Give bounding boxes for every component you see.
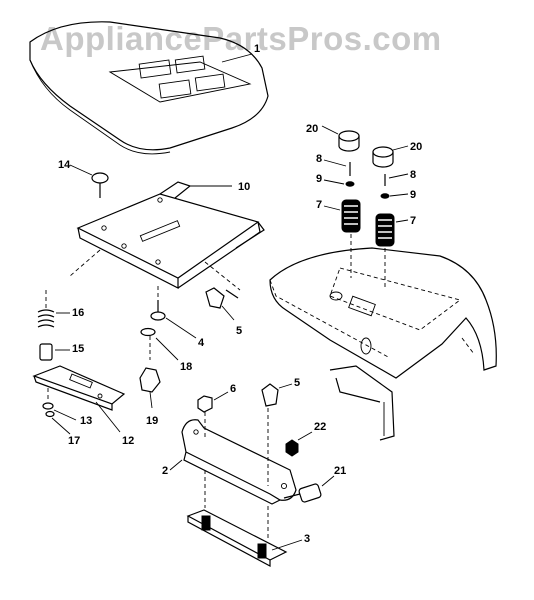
part-4-bolt[interactable]: [150, 286, 197, 339]
label-2: 2: [162, 465, 168, 477]
label-12: 12: [122, 435, 134, 447]
callout-labels: 1 2 3 4 5 5 6 7 7 8 8 9 9 10 12 13 14 15…: [58, 43, 422, 545]
part-7-spring-left[interactable]: [323, 199, 361, 278]
part-3-bottom-plate[interactable]: [186, 470, 303, 568]
part-20-spacer-left[interactable]: [321, 125, 360, 152]
label-20-left: 20: [306, 123, 318, 135]
part-18-washer[interactable]: [140, 327, 179, 361]
part-9-washer-right[interactable]: [380, 193, 409, 199]
part-14-knob[interactable]: [69, 164, 109, 198]
label-21: 21: [334, 465, 346, 477]
label-22: 22: [314, 421, 326, 433]
part-12-slide-rail[interactable]: [32, 365, 126, 433]
label-16: 16: [72, 307, 84, 319]
label-20-right: 20: [410, 141, 422, 153]
label-14: 14: [58, 159, 71, 171]
part-2-bracket[interactable]: [169, 408, 297, 505]
part-5-latch-upper[interactable]: [205, 287, 239, 321]
fender-chassis: [269, 247, 497, 441]
watermark-logo: AppliancePartsPros.com: [40, 20, 442, 57]
label-1: 1: [254, 43, 260, 55]
part-8-bolt-left[interactable]: [323, 159, 351, 176]
label-8-right: 8: [410, 169, 416, 181]
part-7-spring-right[interactable]: [375, 213, 409, 288]
label-4: 4: [198, 337, 205, 349]
label-19: 19: [146, 415, 158, 427]
label-3: 3: [304, 533, 310, 545]
part-5-latch-lower[interactable]: [261, 383, 293, 407]
part-21-knob[interactable]: [283, 475, 335, 503]
label-5-upper: 5: [236, 325, 242, 337]
label-7-left: 7: [316, 199, 322, 211]
part-13-17-hardware[interactable]: [42, 388, 77, 435]
part-6-nut[interactable]: [197, 391, 229, 413]
label-15: 15: [72, 343, 84, 355]
part-9-washer-left[interactable]: [323, 179, 355, 187]
label-9-right: 9: [410, 189, 416, 201]
label-7-right: 7: [410, 215, 416, 227]
label-6: 6: [230, 383, 236, 395]
label-17: 17: [68, 435, 80, 447]
part-16-spring[interactable]: [37, 290, 70, 328]
label-18: 18: [180, 361, 192, 373]
part-15-bushing[interactable]: [39, 343, 70, 361]
label-5-lower: 5: [294, 377, 300, 389]
label-13: 13: [80, 415, 92, 427]
part-19-clip[interactable]: [139, 367, 161, 409]
part-22-nut[interactable]: [285, 431, 313, 457]
label-8-left: 8: [316, 153, 322, 165]
seat-part[interactable]: [29, 21, 269, 155]
part-20-spacer-right[interactable]: [372, 145, 409, 168]
part-8-bolt-right[interactable]: [384, 173, 409, 186]
label-9-left: 9: [316, 173, 322, 185]
part-10-seat-plate[interactable]: [76, 181, 265, 289]
label-10: 10: [238, 181, 250, 193]
